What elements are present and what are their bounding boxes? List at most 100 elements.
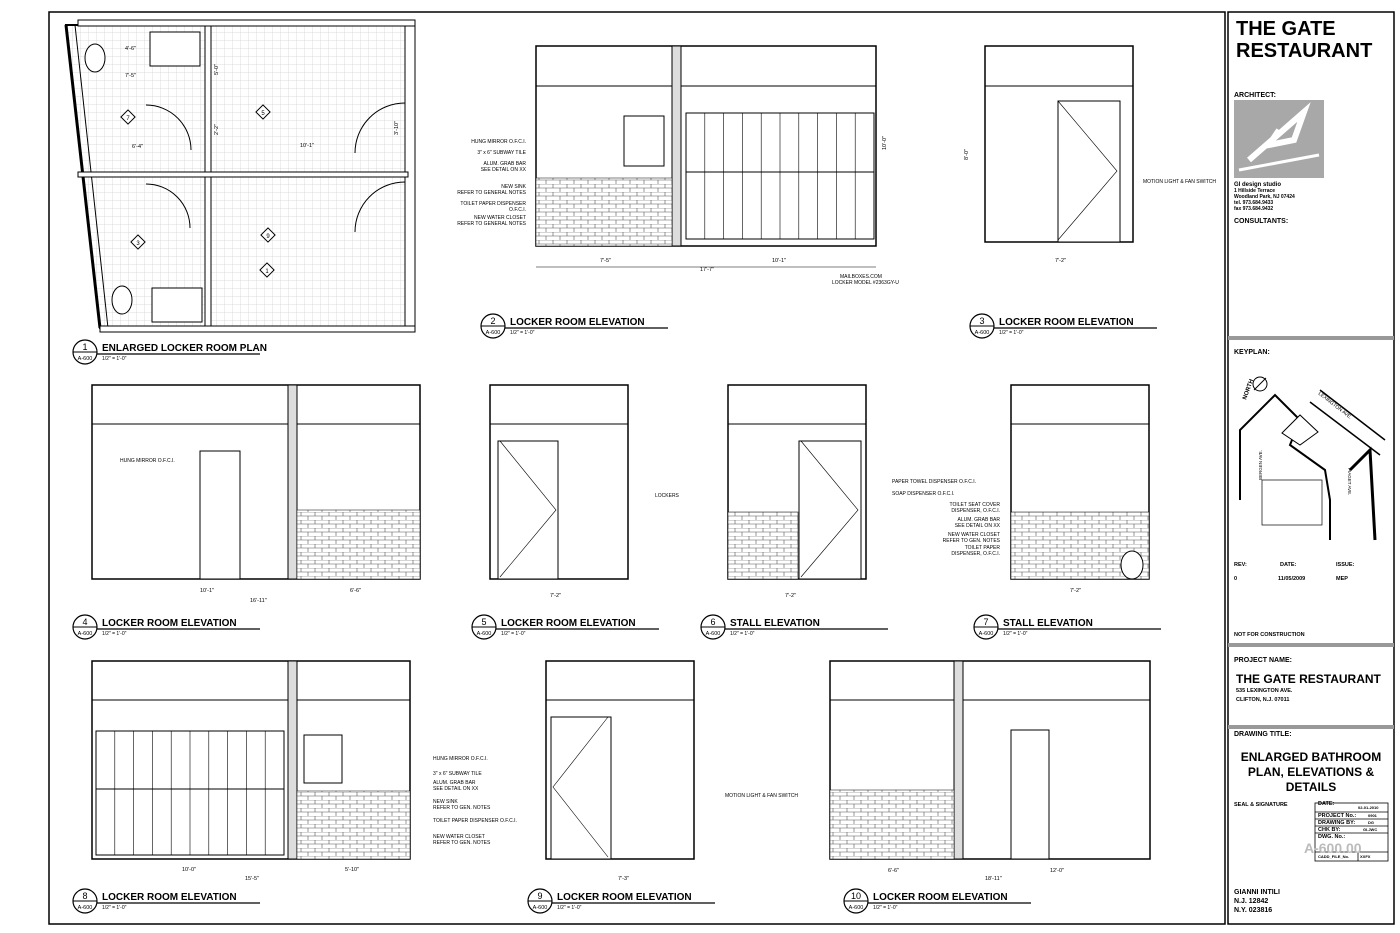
sheet-ref: A-600	[533, 905, 548, 911]
door	[550, 716, 612, 860]
view-title-6: 6A-600 STALL ELEVATION 1/2" = 1'-0"	[700, 614, 888, 640]
view-scale: 1/2" = 1'-0"	[102, 905, 127, 911]
not-for-construction: NOT FOR CONSTRUCTION	[1234, 632, 1305, 638]
svg-text:NEW WATER CLOSET: NEW WATER CLOSET	[948, 532, 1000, 538]
sheet-number: A-600.00	[1304, 840, 1362, 856]
drawing-title: ENLARGED BATHROOM PLAN, ELEVATIONS & DET…	[1240, 750, 1382, 794]
tag-5: 5	[255, 104, 271, 120]
view-number: 6	[710, 617, 715, 627]
svg-text:NEW SINK: NEW SINK	[501, 184, 526, 190]
consultants-label: CONSULTANTS:	[1234, 218, 1289, 225]
dim-label: 7'-3"	[618, 876, 629, 882]
dim-label: 10'-1"	[300, 143, 314, 149]
seal-label: SEAL & SIGNATURE	[1234, 802, 1288, 808]
tag-3: 3	[130, 234, 146, 250]
svg-text:7: 7	[126, 116, 130, 122]
dim-label: 2'-2"	[214, 124, 220, 135]
svg-text:ALUM. GRAB BAR: ALUM. GRAB BAR	[957, 517, 1000, 523]
project-name: THE GATE RESTAURANT	[1236, 672, 1381, 686]
view-scale: 1/2" = 1'-0"	[557, 905, 582, 911]
sheet-ref: A-600	[849, 905, 864, 911]
sheet-ref: A-600	[975, 330, 990, 336]
svg-text:TOILET PAPER DISPENSER O.F.C.I: TOILET PAPER DISPENSER O.F.C.I.	[433, 818, 517, 824]
dim-label: 6'-6"	[350, 588, 361, 594]
architect-logo	[1234, 100, 1324, 178]
sheet-ref: A-600	[78, 905, 93, 911]
view-number: 8	[82, 891, 87, 901]
architect-label: ARCHITECT:	[1234, 92, 1276, 99]
info-value-project-no: 0901	[1368, 813, 1377, 818]
project-name-label: PROJECT NAME:	[1234, 657, 1292, 664]
elevation-10: 6'-6" 12'-0" 18'-11"	[829, 660, 1151, 882]
dim-label: 7'-2"	[1070, 588, 1081, 594]
sheet-ref: A-600	[486, 330, 501, 336]
svg-text:BERGEN AVE.: BERGEN AVE.	[1258, 450, 1263, 480]
dim-label: 4'-6"	[125, 46, 136, 52]
view-title-text: LOCKER ROOM ELEVATION	[999, 317, 1134, 328]
view-number: 10	[851, 891, 861, 901]
view-title-text: STALL ELEVATION	[1003, 618, 1093, 629]
sheet-ref: A-600	[78, 356, 93, 362]
view-scale: 1/2" = 1'-0"	[510, 330, 535, 336]
view-scale: 1/2" = 1'-0"	[501, 631, 526, 637]
toilet-icon	[84, 43, 106, 73]
sink-icon	[149, 31, 201, 67]
dim-label: 12'-0"	[1050, 868, 1064, 874]
svg-text:DISPENSER, O.F.C.I.: DISPENSER, O.F.C.I.	[951, 551, 1000, 557]
mirror	[303, 734, 343, 784]
view-title-text: LOCKER ROOM ELEVATION	[557, 892, 692, 903]
svg-text:SEE DETAIL ON XX: SEE DETAIL ON XX	[481, 167, 527, 173]
toilet-icon	[111, 285, 133, 315]
project-header: THE GATE RESTAURANT	[1236, 18, 1373, 62]
view-number: 7	[983, 617, 988, 627]
view-title-text: ENLARGED LOCKER ROOM PLAN	[102, 343, 267, 354]
view-number: 4	[82, 617, 87, 627]
notes-v2: HUNG MIRROR O.F.C.I. 3" x 6" SUBWAY TILE…	[457, 139, 526, 227]
dim-label: 17'-7"	[700, 267, 714, 273]
cadd-file-label: CADD_FILE_No.	[1318, 854, 1350, 859]
svg-text:ALUM. GRAB BAR: ALUM. GRAB BAR	[483, 161, 526, 167]
note: LOCKERS	[655, 493, 680, 499]
dim-label: 7'-5"	[125, 73, 136, 79]
drawing-border	[48, 11, 1226, 925]
svg-text:PIAGET AVE.: PIAGET AVE.	[1347, 468, 1352, 495]
svg-text:3: 3	[136, 241, 140, 247]
notes-v8: HUNG MIRROR O.F.C.I. 3" x 6" SUBWAY TILE…	[433, 756, 517, 846]
toilet-icon	[1120, 550, 1144, 580]
notes-v7: TOILET SEAT COVER DISPENSER, O.F.C.I. AL…	[943, 502, 1001, 557]
dim-label: 7'-2"	[550, 593, 561, 599]
svg-text:SEE DETAIL ON XX: SEE DETAIL ON XX	[955, 523, 1001, 529]
info-label-dwg-no: DWG. No.:	[1318, 834, 1346, 840]
view-title-text: LOCKER ROOM ELEVATION	[873, 892, 1008, 903]
note: MOTION LIGHT & FAN SWITCH	[1143, 179, 1216, 185]
elevation-3: MOTION LIGHT & FAN SWITCH 7'-2" 8'-0"	[964, 45, 1216, 264]
enlarged-plan: 7 5 3 9 1 4'-6" 7'-5" 6'-4" 10'-1" 5'-0"…	[64, 19, 416, 333]
dim-label: 10'-0"	[182, 867, 196, 873]
svg-text:NEW WATER CLOSET: NEW WATER CLOSET	[474, 215, 526, 221]
view-scale: 1/2" = 1'-0"	[730, 631, 755, 637]
date-value: 11/05/2009	[1278, 576, 1306, 582]
dim-label: 15'-5"	[245, 876, 259, 882]
view-title-text: STALL ELEVATION	[730, 618, 820, 629]
door	[1057, 100, 1121, 243]
title-block-border	[1227, 11, 1395, 925]
dim-label: 3'-10"	[394, 121, 400, 135]
elevation-8: HUNG MIRROR O.F.C.I. 3" x 6" SUBWAY TILE…	[91, 660, 517, 882]
sink-icon	[151, 287, 203, 323]
sheet-ref: A-600	[78, 631, 93, 637]
drawing-title-label: DRAWING TITLE:	[1234, 731, 1292, 738]
svg-text:3" x 6" SUBWAY TILE: 3" x 6" SUBWAY TILE	[477, 150, 526, 156]
door	[497, 440, 559, 580]
svg-text:DISPENSER, O.F.C.I.: DISPENSER, O.F.C.I.	[951, 508, 1000, 514]
elevation-6: PAPER TOWEL DISPENSER O.F.C.I. SOAP DISP…	[727, 384, 976, 599]
rev-header: REV:	[1234, 562, 1247, 568]
sheet-ref: A-600	[706, 631, 721, 637]
engineer-seal: GIANNI INTILI N.J. 12842 N.Y. 023816	[1234, 889, 1280, 914]
title-block: THE GATE RESTAURANT ARCHITECT: GI design…	[1228, 12, 1394, 924]
